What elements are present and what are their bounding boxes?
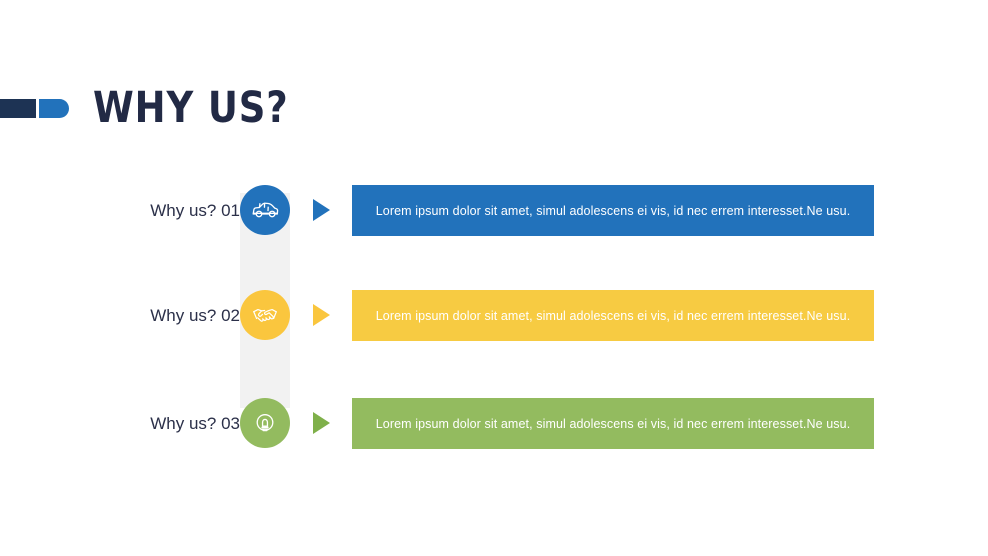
row-text: Lorem ipsum dolor sit amet, simul adoles… bbox=[375, 308, 851, 323]
row-label: Why us? 03 bbox=[150, 414, 240, 433]
title-decoration bbox=[0, 98, 69, 118]
row-icon-badge[interactable] bbox=[240, 398, 290, 448]
row-arrow-icon bbox=[313, 304, 330, 326]
row-label: Why us? 02 bbox=[150, 306, 240, 325]
row-text: Lorem ipsum dolor sit amet, simul adoles… bbox=[375, 203, 851, 218]
page-title-area: WHY US? bbox=[0, 80, 320, 136]
decoration-light-segment bbox=[39, 98, 69, 118]
row-text-bar: Lorem ipsum dolor sit amet, simul adoles… bbox=[352, 185, 874, 236]
row-text: Lorem ipsum dolor sit amet, simul adoles… bbox=[375, 416, 851, 431]
page-title: WHY US? bbox=[93, 82, 289, 133]
row-arrow-icon bbox=[313, 412, 330, 434]
why-us-row: Why us? 03 Lorem ipsum dolor sit amet, s… bbox=[0, 393, 988, 455]
row-text-bar: Lorem ipsum dolor sit amet, simul adoles… bbox=[352, 290, 874, 341]
lightbulb-icon bbox=[250, 408, 280, 438]
car-icon bbox=[250, 195, 280, 225]
why-us-row: Why us? 02 Lorem ipsum dolor sit amet, s… bbox=[0, 285, 988, 347]
row-label: Why us? 01 bbox=[150, 201, 240, 220]
decoration-dark-segment bbox=[0, 98, 36, 118]
row-text-bar: Lorem ipsum dolor sit amet, simul adoles… bbox=[352, 398, 874, 449]
row-icon-badge[interactable] bbox=[240, 185, 290, 235]
row-arrow-icon bbox=[313, 199, 330, 221]
row-icon-badge[interactable] bbox=[240, 290, 290, 340]
why-us-row: Why us? 01 Lorem ipsum dolor sit amet, s… bbox=[0, 180, 988, 242]
handshake-icon bbox=[250, 300, 280, 330]
